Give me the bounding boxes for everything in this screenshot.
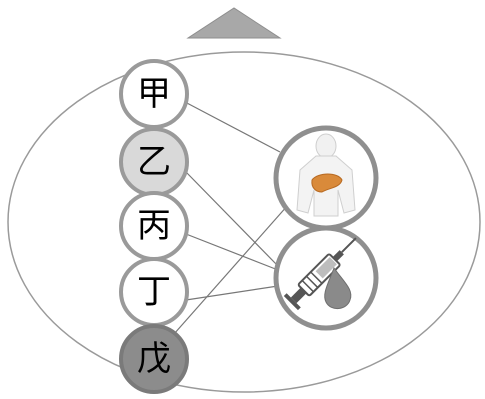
target-liver bbox=[273, 125, 379, 231]
node-yi: 乙 bbox=[119, 127, 189, 197]
node-label: 甲 bbox=[137, 74, 171, 114]
node-ding: 丁 bbox=[119, 257, 189, 327]
link-yi-blood bbox=[185, 171, 279, 267]
node-wu: 戊 bbox=[119, 324, 189, 394]
node-jia: 甲 bbox=[119, 59, 189, 129]
link-jia-liver bbox=[184, 101, 281, 153]
target-blood bbox=[273, 225, 379, 331]
connection-lines bbox=[173, 101, 297, 335]
outer-oval bbox=[7, 51, 481, 393]
human-torso-liver-icon bbox=[296, 133, 356, 217]
node-bing: 丙 bbox=[119, 191, 189, 261]
node-label: 丙 bbox=[137, 206, 171, 246]
gene-nodes: 甲 乙 丙 丁 戊 bbox=[119, 59, 189, 394]
link-bing-blood bbox=[185, 233, 279, 271]
node-label: 丁 bbox=[137, 272, 171, 312]
up-arrow-icon bbox=[186, 7, 282, 39]
node-label: 戊 bbox=[137, 339, 171, 379]
link-wu-liver bbox=[173, 195, 297, 335]
syringe-blood-drop-icon bbox=[283, 237, 357, 311]
node-label: 乙 bbox=[137, 142, 171, 182]
link-ding-blood bbox=[185, 285, 279, 301]
